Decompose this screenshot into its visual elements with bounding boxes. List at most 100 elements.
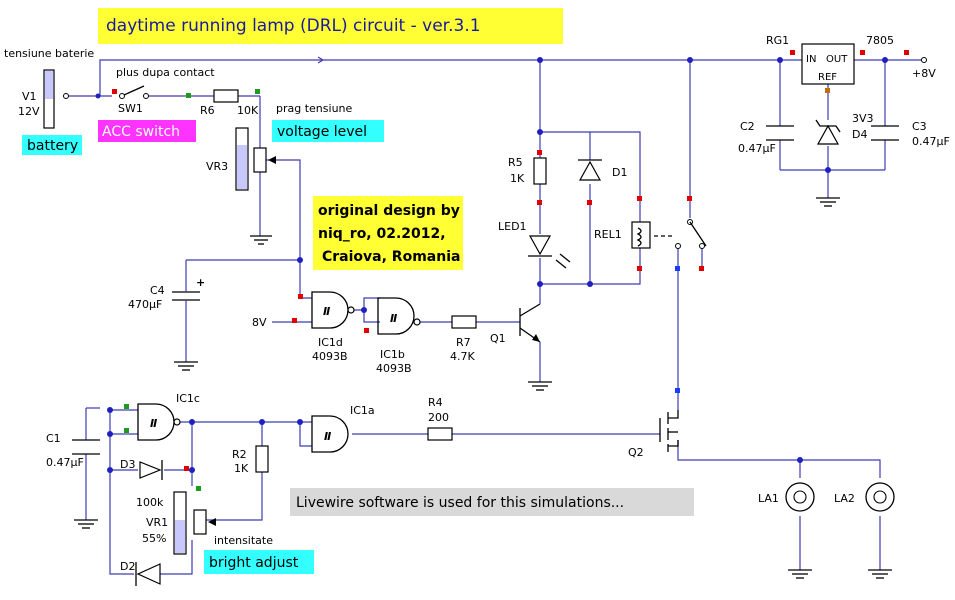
ic1a-name: IC1a [350,404,375,417]
battery-v1: tensiune baterie V1 12V battery [4,47,94,155]
d4-value: 3V3 [852,112,874,125]
title-box: daytime running lamp (DRL) circuit - ver… [98,8,563,44]
svg-text:Ⅱ: Ⅱ [323,305,331,318]
c1-name: C1 [46,432,61,445]
rg1-pin-out: OUT [826,54,848,65]
r6-name: R6 [200,104,215,117]
c3-value: 0.47µF [912,135,950,148]
tag-bright-adjust: bright adjust [209,555,299,571]
vr1-percent: 55% [142,532,166,545]
v1-value: 12V [18,105,40,118]
gate-ic1a: Ⅱ IC1a [311,404,375,453]
q1-name: Q1 [490,332,506,345]
d1-name: D1 [612,166,627,179]
capacitor-c1: C1 0.47µF [46,432,100,529]
switch-sw1: plus dupa contact SW1 ACC switch [95,66,215,142]
potentiometer-vr1: 100k VR1 55% intensitate bright adjust [136,486,314,574]
d2-name: D2 [120,560,135,573]
resistor-r5: R5 1K [508,150,547,205]
gate-ic1c: Ⅱ IC1c [124,392,200,441]
led1-name: LED1 [498,220,527,233]
capacitor-c3: C3 0.47µF [871,120,950,148]
junction-dots [107,57,888,473]
svg-text:Ⅱ: Ⅱ [150,417,158,430]
la1-name: LA1 [758,492,779,505]
lamp-la2: LA2 [834,482,895,579]
credit-box: original design by niq_ro, 02.2012, Crai… [313,196,463,270]
r2-value: 1K [234,462,249,475]
ic1c-name: IC1c [176,392,200,405]
capacitor-c2: C2 0.47µF [738,120,794,155]
tag-battery: battery [27,138,78,154]
gate-ic1d: 8V Ⅱ IC1d 4093B [252,291,355,363]
c4-value: 470µF [128,298,162,311]
credit-line-3: Craiova, Romania [322,249,460,265]
diode-d2: D2 [120,560,161,586]
led-led1: LED1 [498,220,571,269]
gate-ic1b: Ⅱ IC1b 4093B [364,297,421,375]
rg1-pin-in: IN [806,54,816,65]
sw1-name: SW1 [118,102,143,115]
tag-acc-switch: ACC switch [102,124,180,140]
resistor-r7: R7 4.7K [450,315,477,363]
simulation-note: Livewire software is used for this simul… [296,495,624,511]
resistor-r2: R2 1K [232,445,269,475]
q2-name: Q2 [628,446,644,459]
c3-name: C3 [912,120,927,133]
d3-name: D3 [120,458,135,471]
zener-d4: 3V3 D4 [815,112,874,207]
c2-name: C2 [740,120,755,133]
label-tensiune-baterie: tensiune baterie [4,47,94,60]
la2-name: LA2 [834,492,855,505]
vr1-value: 100k [136,496,164,509]
r2-name: R2 [232,448,247,461]
capacitor-c4: + C4 470µF [128,260,205,371]
label-prag-tensiune: prag tensiune [276,102,353,115]
tag-voltage-level: voltage level [277,124,367,140]
page-title: daytime running lamp (DRL) circuit - ver… [106,16,481,36]
c2-value: 0.47µF [738,142,776,155]
credit-line-1: original design by [318,203,460,219]
svg-text:Ⅱ: Ⅱ [390,312,398,325]
potentiometer-vr3: prag tensiune VR3 voltage level [206,102,384,245]
rel1-name: REL1 [594,228,622,241]
c1-value: 0.47µF [46,456,84,469]
mosfet-q2: Q2 [628,388,680,459]
svg-text:+: + [196,276,205,289]
lamp-la1: LA1 [758,482,815,579]
c4-name: C4 [150,284,165,297]
rg1-value: 7805 [866,34,894,47]
regulator-rg1: IN OUT REF RG1 7805 +8V [766,34,936,93]
ic1d-name: IC1d [318,336,343,349]
diode-d3: D3 [120,458,189,480]
label-plus8v: +8V [912,67,936,80]
resistor-r4: R4 200 [427,396,453,441]
r4-name: R4 [428,396,443,409]
vr3-name: VR3 [206,160,228,173]
rg1-name: RG1 [766,34,789,47]
wires [68,56,925,575]
note-box: Livewire software is used for this simul… [290,488,694,516]
label-intensitate: intensitate [214,534,273,547]
relay-rel1: REL1 [594,196,707,271]
resistor-r6: R6 10K [186,89,260,117]
r5-name: R5 [508,156,523,169]
v1-name: V1 [22,90,37,103]
credit-line-2: niq_ro, 02.2012, [318,226,446,242]
d4-name: D4 [852,128,867,141]
ic1b-value: 4093B [376,362,412,375]
vr1-name: VR1 [146,516,168,529]
diode-d1: D1 [578,159,627,205]
r6-value: 10K [237,104,259,117]
r4-value: 200 [428,411,449,424]
r7-name: R7 [456,336,471,349]
label-plus-dupa-contact: plus dupa contact [116,66,215,79]
r5-value: 1K [510,172,525,185]
ic1b-name: IC1b [380,348,405,361]
svg-text:Ⅱ: Ⅱ [324,430,332,443]
label-8v: 8V [252,316,267,329]
rg1-pin-ref: REF [818,72,837,83]
r7-value: 4.7K [450,350,475,363]
